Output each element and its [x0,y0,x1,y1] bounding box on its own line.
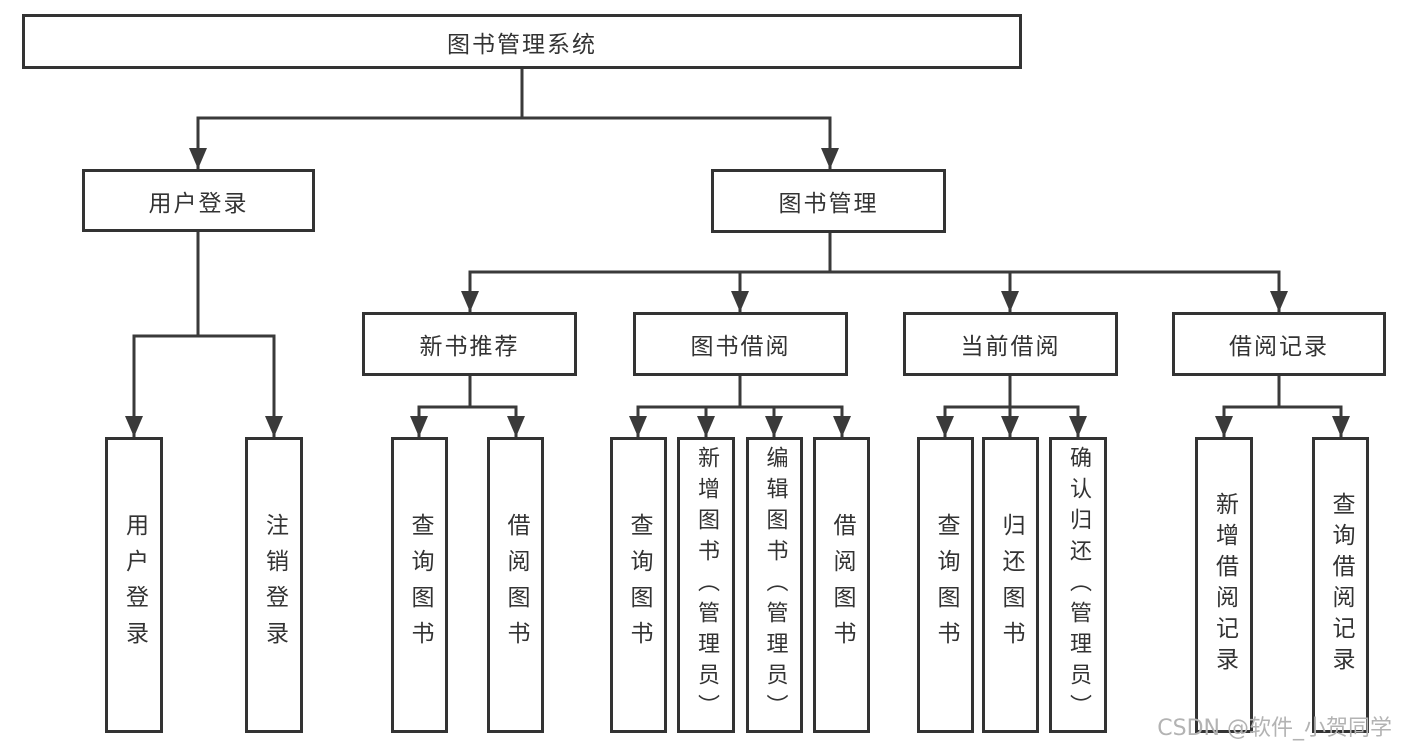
node-label: 图书管理 [778,191,879,217]
node-new-book-recommend: 新书推荐 [362,312,577,376]
leaf-current-query-books: 查询图书 [917,437,974,733]
leaf-add-books-admin: 新增图书（管理员） [677,437,735,733]
node-root-library-system: 图书管理系统 [22,14,1022,69]
node-label: 借阅记录 [1229,334,1329,360]
leaf-label: 编辑图书（管理员） [762,445,788,725]
node-book-management: 图书管理 [711,169,946,233]
leaf-label: 借阅图书 [503,513,529,657]
leaf-label: 用户登录 [121,513,148,657]
node-book-borrow: 图书借阅 [633,312,848,376]
node-label: 图书借阅 [690,334,791,360]
leaf-query-borrow-record: 查询借阅记录 [1312,437,1369,733]
leaf-label: 注销登录 [261,513,288,657]
leaf-borrow-query-books: 查询图书 [610,437,667,733]
leaf-logout: 注销登录 [245,437,303,733]
leaf-add-borrow-record: 新增借阅记录 [1195,437,1253,733]
leaf-edit-books-admin: 编辑图书（管理员） [746,437,803,733]
node-user-login: 用户登录 [82,169,315,232]
node-label: 用户登录 [148,190,249,217]
node-label: 图书管理系统 [447,31,597,58]
leaf-label: 确认归还（管理员） [1066,445,1091,725]
leaf-label: 借阅图书 [829,513,855,657]
leaf-label: 查询借阅记录 [1328,492,1354,678]
node-label: 当前借阅 [960,334,1061,360]
leaf-user-login: 用户登录 [105,437,163,733]
leaf-label: 归还图书 [998,513,1024,657]
leaf-label: 查询图书 [933,513,959,657]
node-current-borrow: 当前借阅 [903,312,1118,376]
leaf-confirm-return-admin: 确认归还（管理员） [1049,437,1107,733]
node-borrow-records: 借阅记录 [1172,312,1386,376]
csdn-watermark: CSDN @软件_小贺同学 [1157,716,1392,741]
leaf-recommend-borrow-books: 借阅图书 [487,437,544,733]
leaf-label: 查询图书 [626,513,652,657]
leaf-label: 查询图书 [407,513,433,657]
leaf-label: 新增借阅记录 [1211,492,1238,678]
leaf-recommend-query-books: 查询图书 [391,437,448,733]
leaf-return-books: 归还图书 [982,437,1039,733]
node-label: 新书推荐 [419,334,520,360]
leaf-borrow-books: 借阅图书 [813,437,870,733]
leaf-label: 新增图书（管理员） [694,445,719,725]
